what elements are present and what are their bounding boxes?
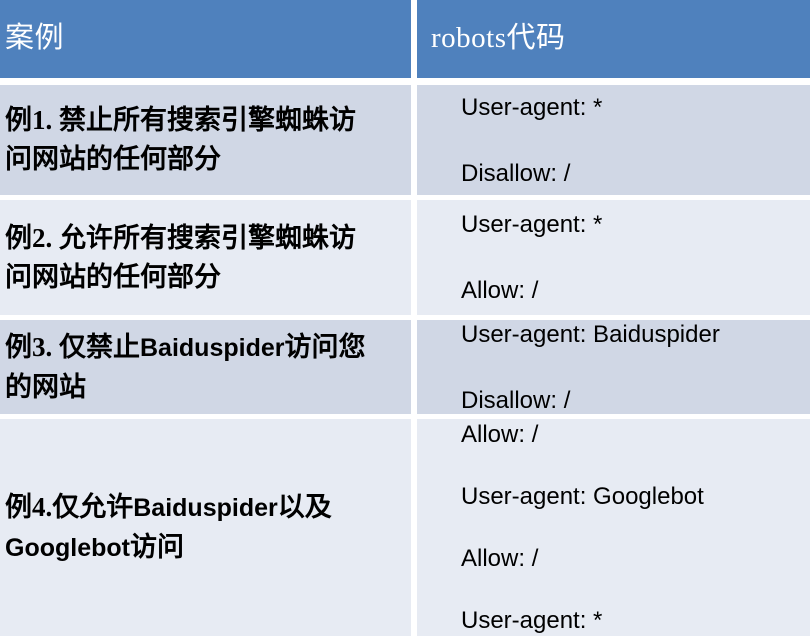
case-line-2: Googlebot访问 [5, 528, 332, 568]
case-description-4: 例4.仅允许Baiduspider以及 Googlebot访问 [5, 488, 332, 568]
table-row: 例3. 仅禁止Baiduspider访问您 的网站 User-agent: Ba… [0, 320, 810, 414]
robots-code-1: User-agent: * Disallow: / [461, 85, 602, 195]
row-divider [0, 414, 810, 419]
code-line: User-agent: Baiduspider [461, 320, 720, 348]
row-divider [0, 315, 810, 320]
code-line: Allow: / [461, 277, 539, 304]
case-description-2: 例2. 允许所有搜索引擎蜘蛛访 问网站的任何部分 [5, 219, 356, 297]
case-text-segment: 访问您 [284, 331, 366, 362]
case-text-latin-googlebot: Googlebot [5, 533, 130, 562]
row-divider [0, 78, 810, 85]
cell-case-1: 例1. 禁止所有搜索引擎蜘蛛访 问网站的任何部分 [0, 85, 411, 195]
cell-case-2: 例2. 允许所有搜索引擎蜘蛛访 问网站的任何部分 [0, 200, 411, 315]
table-row: 例1. 禁止所有搜索引擎蜘蛛访 问网站的任何部分 User-agent: * D… [0, 85, 810, 195]
case-text-segment: 访问 [129, 531, 184, 562]
case-text-segment: 例4.仅允许 [5, 491, 134, 522]
case-description-3: 例3. 仅禁止Baiduspider访问您 的网站 [5, 328, 365, 407]
table-row: 例2. 允许所有搜索引擎蜘蛛访 问网站的任何部分 User-agent: * A… [0, 200, 810, 315]
case-line-1b: 问网站的任何部分 [5, 261, 221, 292]
code-line: Disallow: / [461, 159, 571, 187]
case-text-segment: 例3. 仅禁止 [5, 331, 140, 362]
cell-code-2: User-agent: * Allow: / [417, 200, 810, 315]
code-line: User-agent: * [461, 607, 603, 634]
cell-code-4: User-agent: Baiduspider Allow: / User-ag… [417, 419, 810, 636]
code-line: User-agent: Googlebot [461, 483, 704, 510]
cell-case-3: 例3. 仅禁止Baiduspider访问您 的网站 [0, 320, 411, 414]
cell-case-4: 例4.仅允许Baiduspider以及 Googlebot访问 [0, 419, 411, 636]
case-line-2: 的网站 [5, 371, 86, 402]
cell-code-3: User-agent: Baiduspider Disallow: / [417, 320, 810, 414]
case-line-1: 例4.仅允许Baiduspider以及 [5, 488, 332, 528]
case-description-1: 例1. 禁止所有搜索引擎蜘蛛访 问网站的任何部分 [5, 101, 356, 179]
row-divider [0, 195, 810, 200]
robots-code-2: User-agent: * Allow: / [461, 200, 602, 315]
table-row: 例4.仅允许Baiduspider以及 Googlebot访问 User-age… [0, 419, 810, 636]
column-header-case: 案例 [5, 22, 65, 55]
case-line-1a: 例2. 允许所有搜索引擎蜘蛛访 [5, 222, 356, 253]
code-line: Allow: / [461, 421, 539, 448]
robots-code-3: User-agent: Baiduspider Disallow: / [461, 320, 720, 414]
table-header-cell-case: 案例 [0, 0, 411, 78]
code-line: User-agent: * [461, 93, 603, 121]
table-header-cell-code: robots代码 [417, 0, 810, 78]
case-line-1b: 问网站的任何部分 [5, 144, 221, 174]
code-line: Allow: / [461, 545, 539, 572]
table-header-row: 案例 robots代码 [0, 0, 810, 78]
code-line: Disallow: / [461, 386, 571, 414]
case-line-1a: 例1. 禁止所有搜索引擎蜘蛛访 [5, 105, 356, 135]
case-text-latin-baiduspider: Baiduspider [133, 493, 278, 522]
cell-code-1: User-agent: * Disallow: / [417, 85, 810, 195]
robots-code-4: User-agent: Baiduspider Allow: / User-ag… [461, 419, 720, 636]
case-line-1: 例3. 仅禁止Baiduspider访问您 [5, 328, 365, 368]
case-text-latin-baiduspider: Baiduspider [140, 333, 285, 362]
column-header-robots-code: robots代码 [431, 22, 566, 55]
case-text-segment: 以及 [277, 491, 332, 522]
code-line: User-agent: * [461, 211, 603, 238]
